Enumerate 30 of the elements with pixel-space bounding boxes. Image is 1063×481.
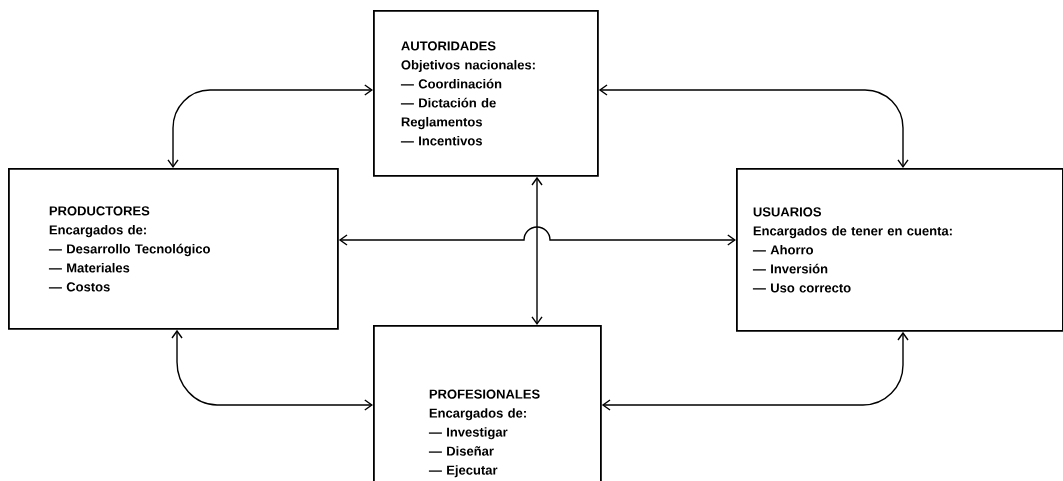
box-heading: PRODUCTORES: [49, 206, 150, 216]
box-subheading: Encargados de:: [49, 224, 146, 238]
list-item: — Diseñar: [428, 446, 494, 456]
list-item: — Uso correcto: [752, 283, 851, 293]
list-item: — Dictación de Reglamentos: [400, 97, 496, 130]
arrow: [338, 226, 736, 246]
box-subheading: Encargados de tener en cuenta:: [753, 225, 952, 239]
process-box: [736, 168, 1063, 332]
list-item: — Incentivos: [400, 135, 482, 146]
arrow: [531, 176, 543, 325]
list-item: — Ejecutar: [428, 465, 498, 478]
list-item: — Ahorro: [752, 244, 814, 255]
arrow: [171, 329, 373, 411]
list-item: — Investigar: [428, 427, 508, 440]
box-heading: AUTORIDADES: [401, 41, 496, 51]
box-subheading: Objetivos nacionales:: [401, 59, 535, 73]
process-box: [373, 10, 599, 177]
list-item: — Costos: [48, 282, 110, 292]
box-heading: USUARIOS: [753, 207, 821, 217]
arrow: [601, 331, 909, 411]
list-item: — Coordinación: [400, 78, 502, 89]
box-subheading: Encargados de:: [429, 408, 526, 421]
arrow: [598, 84, 909, 168]
arrow: [167, 84, 373, 168]
box-heading: PROFESIONALES: [429, 389, 540, 399]
list-item: — Materiales: [48, 262, 130, 273]
process-box: [373, 325, 602, 481]
process-box: [8, 168, 339, 330]
list-item: — Desarrollo Tecnológico: [48, 243, 210, 257]
list-item: — Inversión: [752, 263, 828, 274]
